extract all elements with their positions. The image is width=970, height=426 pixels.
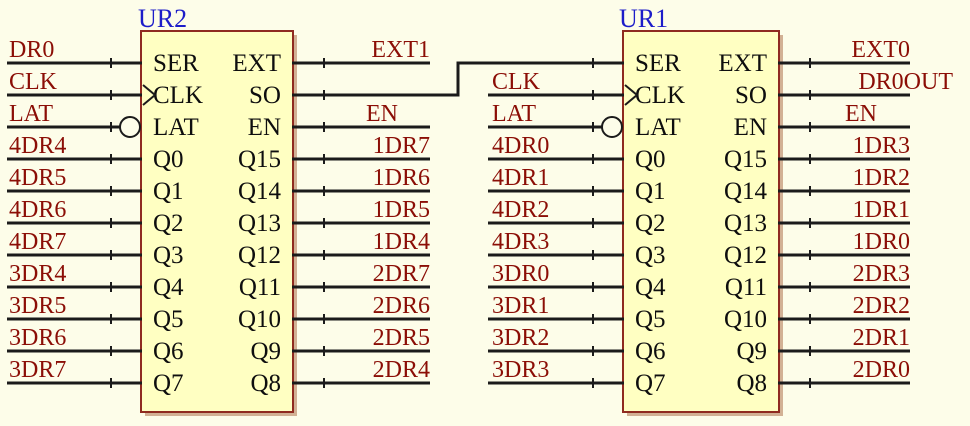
pin-ur2-q12: Q12 xyxy=(238,242,281,269)
pin-ur1-ext: EXT xyxy=(718,50,767,77)
pin-ur1-ser: SER xyxy=(635,50,681,77)
net-label-ur2-4dr5[interactable]: 4DR5 xyxy=(9,165,66,191)
clock-edge-marker-ur2 xyxy=(142,84,157,106)
pin-ur1-q0: Q0 xyxy=(635,146,666,173)
pin-ur2-en: EN xyxy=(248,114,281,141)
net-label-ur1-lat[interactable]: LAT xyxy=(492,101,536,127)
wire-so-to-ser[interactable] xyxy=(292,61,624,97)
pin-ur1-q10: Q10 xyxy=(724,306,767,333)
pin-ur2-ext: EXT xyxy=(232,50,281,77)
pin-ur1-q3: Q3 xyxy=(635,242,666,269)
pin-ur2-q9: Q9 xyxy=(250,338,281,365)
net-label-ur1-3dr0[interactable]: 3DR0 xyxy=(492,261,549,287)
net-label-ur1-1dr2[interactable]: 1DR2 xyxy=(853,165,910,191)
net-label-ur1-dr0out[interactable]: DR0OUT xyxy=(858,69,953,95)
pin-ur2-q4: Q4 xyxy=(153,274,184,301)
pin-ur1-q12: Q12 xyxy=(724,242,767,269)
pin-ur1-q8: Q8 xyxy=(736,370,767,397)
net-label-ur2-4dr4[interactable]: 4DR4 xyxy=(9,133,66,159)
pin-ur2-q13: Q13 xyxy=(238,210,281,237)
net-label-ur2-2dr4[interactable]: 2DR4 xyxy=(373,357,430,383)
pin-ur1-q15: Q15 xyxy=(724,146,767,173)
chip-body-ur1[interactable] xyxy=(622,30,780,413)
net-label-ur1-2dr0[interactable]: 2DR0 xyxy=(853,357,910,383)
pin-ur1-q2: Q2 xyxy=(635,210,666,237)
active-low-bubble-ur1 xyxy=(601,116,623,138)
net-label-ur2-3dr6[interactable]: 3DR6 xyxy=(9,325,66,351)
pin-ur2-q1: Q1 xyxy=(153,178,184,205)
net-label-ur2-4dr7[interactable]: 4DR7 xyxy=(9,229,66,255)
pin-ur1-q11: Q11 xyxy=(725,274,767,301)
net-label-ur1-1dr1[interactable]: 1DR1 xyxy=(853,197,910,223)
pin-ur2-q11: Q11 xyxy=(239,274,281,301)
pin-ur1-lat: LAT xyxy=(635,114,681,141)
pin-ur2-q8: Q8 xyxy=(250,370,281,397)
net-label-ur1-4dr2[interactable]: 4DR2 xyxy=(492,197,549,223)
pin-ur2-q10: Q10 xyxy=(238,306,281,333)
net-label-ur2-1dr4[interactable]: 1DR4 xyxy=(373,229,430,255)
pin-ur2-clk: CLK xyxy=(153,82,203,109)
net-label-ur1-3dr1[interactable]: 3DR1 xyxy=(492,293,549,319)
net-label-ur1-4dr0[interactable]: 4DR0 xyxy=(492,133,549,159)
chip-designator-ur2[interactable]: UR2 xyxy=(138,4,187,33)
pin-ur2-ser: SER xyxy=(153,50,199,77)
net-label-ur2-2dr5[interactable]: 2DR5 xyxy=(373,325,430,351)
net-label-ur1-ext0[interactable]: EXT0 xyxy=(851,37,910,63)
net-label-ur2-3dr4[interactable]: 3DR4 xyxy=(9,261,66,287)
pin-ur1-q5: Q5 xyxy=(635,306,666,333)
pin-ur1-clk: CLK xyxy=(635,82,685,109)
pin-ur2-q0: Q0 xyxy=(153,146,184,173)
net-label-ur1-2dr2[interactable]: 2DR2 xyxy=(853,293,910,319)
pin-ur1-q1: Q1 xyxy=(635,178,666,205)
pin-ur2-q15: Q15 xyxy=(238,146,281,173)
net-label-ur2-3dr7[interactable]: 3DR7 xyxy=(9,357,66,383)
pin-ur1-q9: Q9 xyxy=(736,338,767,365)
pin-ur1-q6: Q6 xyxy=(635,338,666,365)
net-label-ur2-clk[interactable]: CLK xyxy=(9,69,58,95)
net-label-ur1-clk[interactable]: CLK xyxy=(492,69,541,95)
net-label-ur1-4dr1[interactable]: 4DR1 xyxy=(492,165,549,191)
net-label-ur1-2dr3[interactable]: 2DR3 xyxy=(853,261,910,287)
clock-edge-marker-ur1 xyxy=(624,84,639,106)
net-label-ur2-lat[interactable]: LAT xyxy=(9,101,53,127)
pin-ur2-q6: Q6 xyxy=(153,338,184,365)
net-label-ur2-dr0[interactable]: DR0 xyxy=(9,37,54,63)
pin-ur1-en: EN xyxy=(734,114,767,141)
chip-designator-ur1[interactable]: UR1 xyxy=(619,4,668,33)
net-label-ur2-1dr7[interactable]: 1DR7 xyxy=(373,133,430,159)
net-label-ur1-4dr3[interactable]: 4DR3 xyxy=(492,229,549,255)
active-low-bubble-ur2 xyxy=(119,116,141,138)
pin-ur2-q14: Q14 xyxy=(238,178,282,205)
net-label-ur1-1dr0[interactable]: 1DR0 xyxy=(853,229,910,255)
pin-ur2-so: SO xyxy=(249,82,281,109)
pin-ur2-q3: Q3 xyxy=(153,242,184,269)
pin-ur2-q7: Q7 xyxy=(153,370,184,397)
chip-body-ur2[interactable] xyxy=(140,30,294,413)
pin-ur1-so: SO xyxy=(735,82,767,109)
net-label-ur1-3dr3[interactable]: 3DR3 xyxy=(492,357,549,383)
pin-ur1-q7: Q7 xyxy=(635,370,666,397)
net-label-ur1-2dr1[interactable]: 2DR1 xyxy=(853,325,910,351)
net-label-ur2-2dr7[interactable]: 2DR7 xyxy=(373,261,430,287)
net-label-ur2-3dr5[interactable]: 3DR5 xyxy=(9,293,66,319)
net-label-ur2-1dr5[interactable]: 1DR5 xyxy=(373,197,430,223)
pin-ur2-q2: Q2 xyxy=(153,210,184,237)
pin-ur2-lat: LAT xyxy=(153,114,199,141)
net-label-ur2-en[interactable]: EN xyxy=(366,101,398,127)
net-label-ur1-en[interactable]: EN xyxy=(845,101,877,127)
net-label-ur2-2dr6[interactable]: 2DR6 xyxy=(373,293,430,319)
pin-ur1-q4: Q4 xyxy=(635,274,666,301)
pin-ur1-q13: Q13 xyxy=(724,210,767,237)
net-label-ur2-1dr6[interactable]: 1DR6 xyxy=(373,165,430,191)
net-label-ur2-ext1[interactable]: EXT1 xyxy=(371,37,430,63)
pin-ur2-q5: Q5 xyxy=(153,306,184,333)
net-label-ur2-4dr6[interactable]: 4DR6 xyxy=(9,197,66,223)
net-label-ur1-1dr3[interactable]: 1DR3 xyxy=(853,133,910,159)
net-label-ur1-3dr2[interactable]: 3DR2 xyxy=(492,325,549,351)
pin-ur1-q14: Q14 xyxy=(724,178,768,205)
